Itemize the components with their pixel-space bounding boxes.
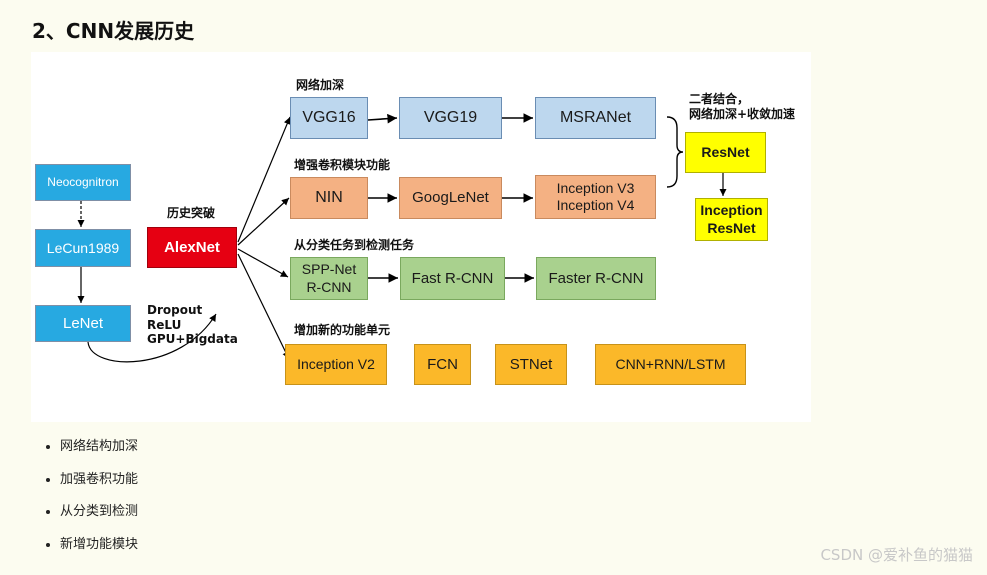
node-vgg16: VGG16: [290, 97, 368, 139]
node-alexnet: AlexNet: [147, 227, 237, 268]
node-inception-resnet: Inception ResNet: [695, 198, 768, 241]
node-cnn-rnn-lstm: CNN+RNN/LSTM: [595, 344, 746, 385]
node-resnet: ResNet: [685, 132, 766, 173]
label-new-units: 增加新的功能单元: [294, 323, 391, 337]
node-neocognitron: Neocognitron: [35, 164, 131, 201]
node-fast-rcnn: Fast R-CNN: [400, 257, 505, 300]
label-deeper-network: 网络加深: [296, 78, 345, 92]
arrow-alexnet-spp: [237, 248, 289, 278]
list-item: 新增功能模块: [60, 528, 138, 561]
node-googlenet: GoogLeNet: [399, 177, 502, 219]
label-conv-module: 增强卷积模块功能: [294, 158, 391, 172]
diagram-arrows: [77, 113, 727, 363]
label-cls-to-det: 从分类任务到检测任务: [294, 238, 415, 252]
node-faster-rcnn: Faster R-CNN: [536, 257, 656, 300]
list-item: 从分类到检测: [60, 495, 138, 528]
arrow-alexnet-nin: [237, 197, 290, 246]
arrow-alexnet-vgg16: [237, 116, 291, 243]
arrow-alexnet-inceptionv2: [237, 253, 290, 360]
watermark: CSDN @爱补鱼的猫猫: [820, 546, 973, 564]
node-stnet: STNet: [495, 344, 567, 385]
node-inception-v2: Inception V2: [285, 344, 387, 385]
summary-list: 网络结构加深 加强卷积功能 从分类到检测 新增功能模块: [42, 430, 138, 560]
cnn-history-diagram: Neocognitron LeCun1989 LeNet 历史突破 AlexNe…: [31, 52, 811, 422]
label-combine: 二者结合， 网络加深+收敛加速: [689, 92, 796, 121]
arrow-lenet-alexnet: [87, 313, 217, 363]
label-breakthrough: 历史突破: [167, 206, 216, 220]
label-key-factors: Dropout ReLU GPU+Bigdata: [147, 303, 238, 347]
list-item: 加强卷积功能: [60, 463, 138, 496]
node-fcn: FCN: [414, 344, 471, 385]
arrow-vgg16-vgg19: [367, 113, 398, 124]
node-vgg19: VGG19: [399, 97, 502, 139]
node-nin: NIN: [290, 177, 368, 219]
node-spp-net-rcnn: SPP-Net R-CNN: [290, 257, 368, 300]
node-lenet: LeNet: [35, 305, 131, 342]
combine-bracket: [666, 116, 684, 188]
node-lecun1989: LeCun1989: [35, 229, 131, 267]
node-inception-v3-v4: Inception V3 Inception V4: [535, 175, 656, 219]
section-title: 2、CNN发展历史: [32, 19, 195, 43]
node-msranet: MSRANet: [535, 97, 656, 139]
list-item: 网络结构加深: [60, 430, 138, 463]
